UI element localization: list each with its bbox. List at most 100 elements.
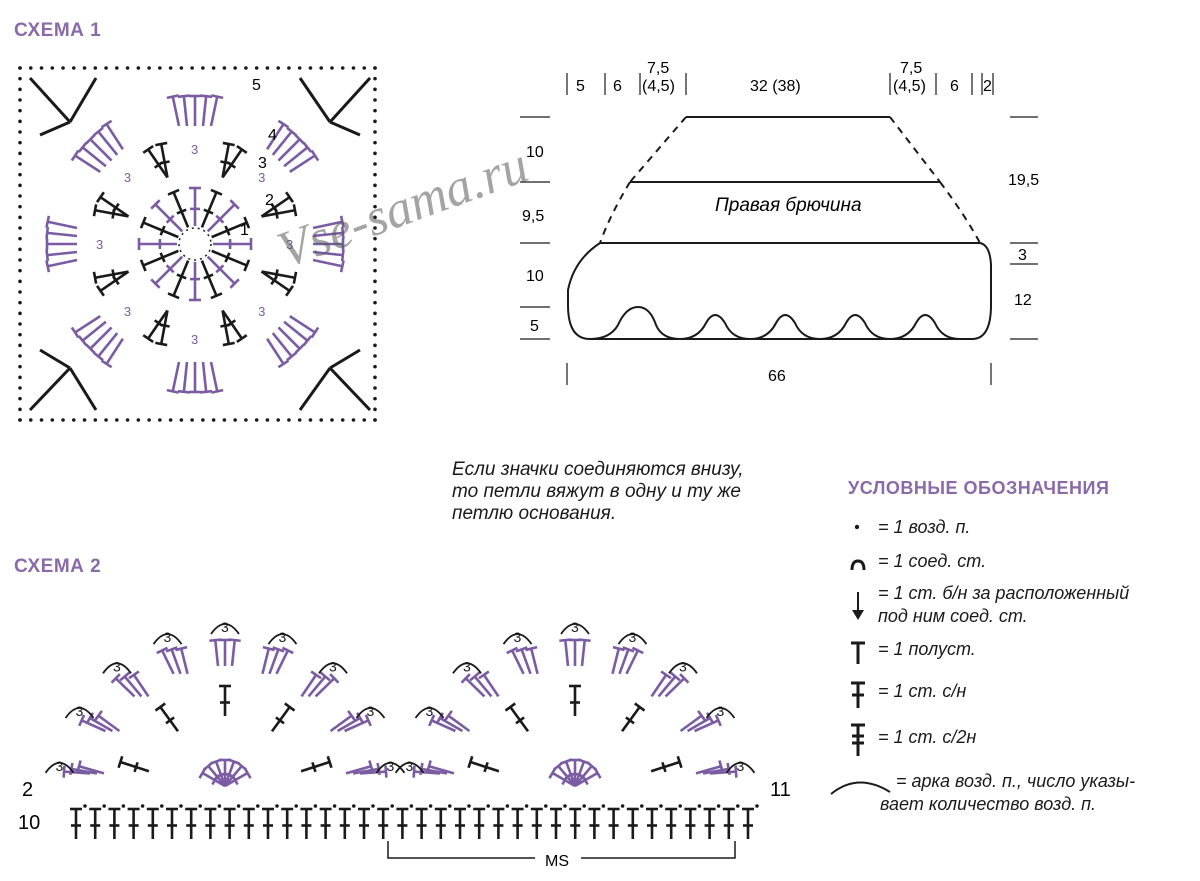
motif-inner-stitch [167,260,190,300]
chain-dot [255,804,260,808]
motif-inner-stitch [206,255,240,289]
legend-hdc: = 1 полуст. [878,639,976,659]
edging-arch [318,662,348,674]
motif-v-stitch [221,144,248,179]
legend-arch-line1: = арка возд. п., число указы- [896,771,1136,791]
edging-arch [102,662,132,674]
edging-fan-stitch [228,638,241,667]
legend-slip: = 1 соед. ст. [878,551,987,571]
chain-dot [330,418,334,422]
edging-fan-stitch [329,710,357,733]
motif-inner-stitch [200,260,223,300]
chain-dot [373,151,377,156]
edging-base-stitch [569,807,582,839]
edging-fan-stitch [428,714,456,733]
edging-v-stitch [117,755,150,773]
motif-inner-stitch [150,199,184,233]
chain-dot [373,418,377,422]
edging-arch-count: 3 [679,658,687,674]
chain-dot [640,804,644,808]
chain-dot [61,66,65,70]
chain-dot [287,66,291,70]
edging-fan-stitch [525,645,539,675]
chain-dot [39,418,44,422]
chain-dot [18,172,22,177]
edging-fan-stitch [175,645,189,675]
edging-base-stitch [185,807,198,839]
chain-dot [236,804,241,808]
chain-dot [373,279,377,284]
chain-dot [18,215,22,220]
edging-arch-count: 3 [736,758,744,774]
chain-dot [18,236,22,241]
chain-dot [373,172,377,177]
chain-dot [563,804,567,808]
chain-dot [287,418,291,422]
motif-fan-stitch [92,126,119,156]
chain-dot [93,418,98,422]
edging-fan-stitch [694,714,722,733]
chain-dot [373,98,377,102]
chain-dot [233,66,237,70]
chain-dot [50,66,55,70]
chain-dot [71,418,76,422]
arch-icon [830,781,891,795]
chain-dot [390,804,395,808]
chain-dot [373,215,377,220]
edging-fan-stitch [110,673,136,698]
motif-row-2: 2 [265,192,274,209]
chain-dot [217,804,222,808]
chain-dot [125,66,130,70]
legend-tr: = 1 ст. с/2н [878,727,977,747]
chain-dot [373,364,377,369]
chain-dot [362,66,367,70]
chain-dot [136,418,141,422]
motif-fan-stitch [45,238,77,250]
edging-repeat-label: MS [545,853,569,870]
edging-fan-stitch [359,765,388,778]
motif-fan-stitch [45,258,78,273]
edging-fan-stitch [307,671,331,698]
motif-v-stitch [261,204,298,219]
chain-dot [102,804,106,808]
edging-fan-stitch [156,646,175,675]
chain-dot [82,418,87,422]
chain-dot [18,354,22,358]
motif-arch-count: 3 [258,170,265,185]
edging-base-stitch [511,807,524,839]
chain-dot [371,804,375,808]
edging-v-stitch [467,755,500,773]
chain-dot [275,804,279,808]
edging-arch [617,633,648,645]
motif-inner-stitch [211,216,251,239]
chain-dot [373,354,377,358]
chain-dot [678,804,682,808]
edging-base-stitch [146,807,159,839]
chain-dot [373,87,377,92]
motif-fan-stitch [200,361,213,394]
chain-dot [211,418,216,422]
dim-top-7-5-right: 7,5 [900,60,922,77]
motif-fan-stitch [271,332,298,362]
motif-v-stitch [260,270,295,297]
edging-arch [394,761,425,774]
motif-fan-stitch [100,119,124,150]
motif-inner-stitch [206,199,240,233]
chain-dot [659,804,663,808]
chain-dot [294,804,299,808]
chain-dot [104,418,108,422]
edging-row-11: 11 [770,779,791,801]
edging-base-stitch [319,807,332,839]
chain-dot [115,418,119,422]
edging-base-stitch [242,807,255,839]
edging-base-stitch [358,807,370,839]
chain-dot [18,247,22,252]
motif-inner-stitch [167,188,190,228]
motif-fan-stitch [277,326,305,354]
chain-dot [486,804,491,808]
chain-dot [373,226,377,230]
edging-arch [725,761,756,774]
motif-row-4: 4 [268,127,277,144]
chain-dot [61,418,65,422]
edging-arch [502,633,533,645]
